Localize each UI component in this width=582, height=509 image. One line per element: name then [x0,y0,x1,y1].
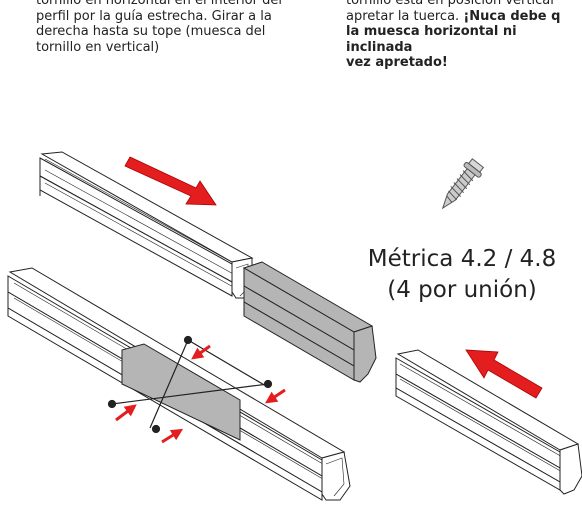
left-text-line: perfil por la guía estrecha. Girar a la [36,8,272,24]
left-text-line: tornillo en horizontal en el interior de… [36,0,282,8]
slide-arrow-right [465,349,543,399]
slide-arrow-left [124,156,217,206]
screw-metric: Métrica 4.2 / 4.8 [367,246,557,272]
instruction-text-left: tornillo en horizontal en el interior de… [36,0,311,55]
right-text-line: tornillo está en posición vertical [346,0,554,8]
connector-loose [242,261,377,383]
screw-quantity: (4 por unión) [387,277,537,303]
rail-profile-right [395,349,582,495]
warning-text: vez apretado! [346,55,448,70]
screw-direction-arrows [115,344,286,444]
assembly-screws [107,335,273,434]
warning-text: ¡Nuca debe q [463,8,561,24]
left-text-line: tornillo en vertical) [36,39,160,55]
screw-spec-label: Métrica 4.2 / 4.8 (4 por unión) [342,244,582,306]
warning-text: la muesca horizontal ni inclinada [346,24,517,55]
instruction-text-right: tornillo está en posición vertical apret… [346,0,582,71]
connector-installed [121,343,241,441]
rail-profile-top-left [39,151,254,299]
right-text-line: vez apretado! [346,55,582,71]
right-text-normal: apretar la tuerca. [346,8,464,24]
right-text-line: apretar la tuerca. ¡Nuca debe q [346,9,582,25]
left-text-line: derecha hasta su tope (muesca del [36,24,266,39]
self-tapping-screw-icon [441,158,485,210]
right-text-line: la muesca horizontal ni inclinada [346,24,582,55]
